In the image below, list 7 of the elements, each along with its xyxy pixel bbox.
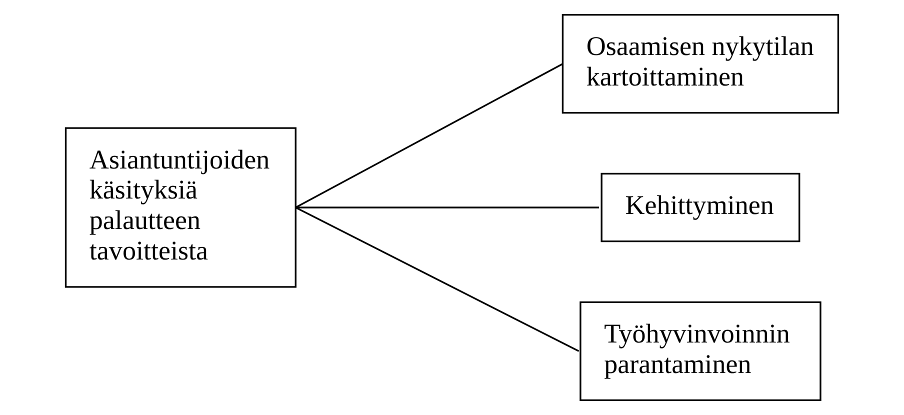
node-box: Kehittyminen xyxy=(600,172,800,242)
connector xyxy=(295,206,580,352)
connector xyxy=(296,206,600,208)
node-box: Asiantuntijoiden käsityksiä palautteen tavoitteista xyxy=(64,127,296,288)
node-box: Osaamisen nykytilan kartoittaminen xyxy=(562,14,840,114)
node-box: Työhyvinvoinnin parantaminen xyxy=(580,301,822,402)
connector xyxy=(295,63,564,208)
